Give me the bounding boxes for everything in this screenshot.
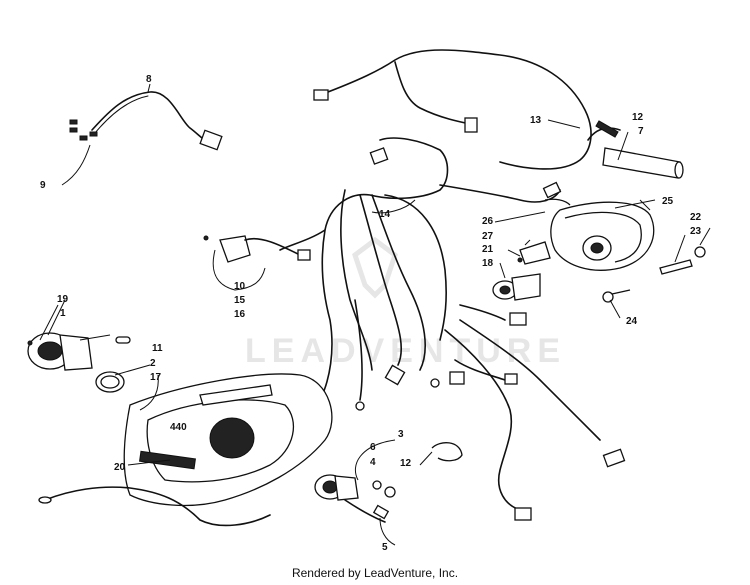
- wire-lead-20[interactable]: [38, 459, 271, 527]
- callout-10: 10: [234, 281, 246, 292]
- callout-12-top: 12: [632, 112, 644, 123]
- callout-27: 27: [482, 231, 494, 242]
- callout-17: 17: [150, 372, 162, 383]
- callout-3: 3: [398, 429, 404, 440]
- watermark: LEADVENTURE: [245, 236, 566, 370]
- harness-13[interactable]: [313, 49, 621, 170]
- handlebar-grip-7[interactable]: [602, 131, 684, 179]
- callout-18: 18: [482, 258, 494, 269]
- callout-1: 1: [60, 308, 66, 319]
- callout-23: 23: [690, 226, 702, 237]
- callout-24: 24: [626, 316, 638, 327]
- callout-9: 9: [40, 180, 46, 191]
- credit-text: Rendered by LeadVenture, Inc.: [291, 566, 459, 580]
- callout-26: 26: [482, 216, 494, 227]
- key-switch-3[interactable]: [314, 439, 396, 523]
- callout-13: 13: [530, 115, 542, 126]
- callout-21: 21: [482, 244, 494, 255]
- callout-7: 7: [638, 126, 644, 137]
- callout-19: 19: [57, 294, 69, 305]
- callout-numbers: 8 9 13 12 7 14 10 15 16 19 1 11 2 17 20 …: [40, 74, 702, 553]
- taillight-assembly-25[interactable]: [492, 198, 711, 303]
- callout-2: 2: [150, 358, 156, 369]
- callout-14: 14: [379, 209, 391, 220]
- callout-25: 25: [662, 196, 674, 207]
- callout-4: 4: [370, 457, 376, 468]
- callout-6: 6: [370, 442, 376, 453]
- gauge-label: 440: [170, 422, 187, 433]
- harness-8[interactable]: [69, 91, 223, 151]
- clip-12[interactable]: [431, 442, 463, 462]
- callout-8: 8: [146, 74, 152, 85]
- leader-lines: [47, 83, 686, 546]
- callout-12-bottom: 12: [400, 458, 412, 469]
- callout-20: 20: [114, 462, 126, 473]
- switch-assembly-10[interactable]: [203, 235, 311, 291]
- watermark-text: LEADVENTURE: [245, 332, 566, 370]
- callout-15: 15: [234, 295, 246, 306]
- callout-11: 11: [152, 343, 163, 354]
- callout-16: 16: [234, 309, 246, 320]
- callout-22: 22: [690, 212, 702, 223]
- main-harness-14[interactable]: [279, 137, 626, 521]
- callout-5: 5: [382, 542, 388, 553]
- gauge-assembly-1[interactable]: [27, 304, 131, 393]
- hood-panel-17[interactable]: 440: [123, 373, 333, 507]
